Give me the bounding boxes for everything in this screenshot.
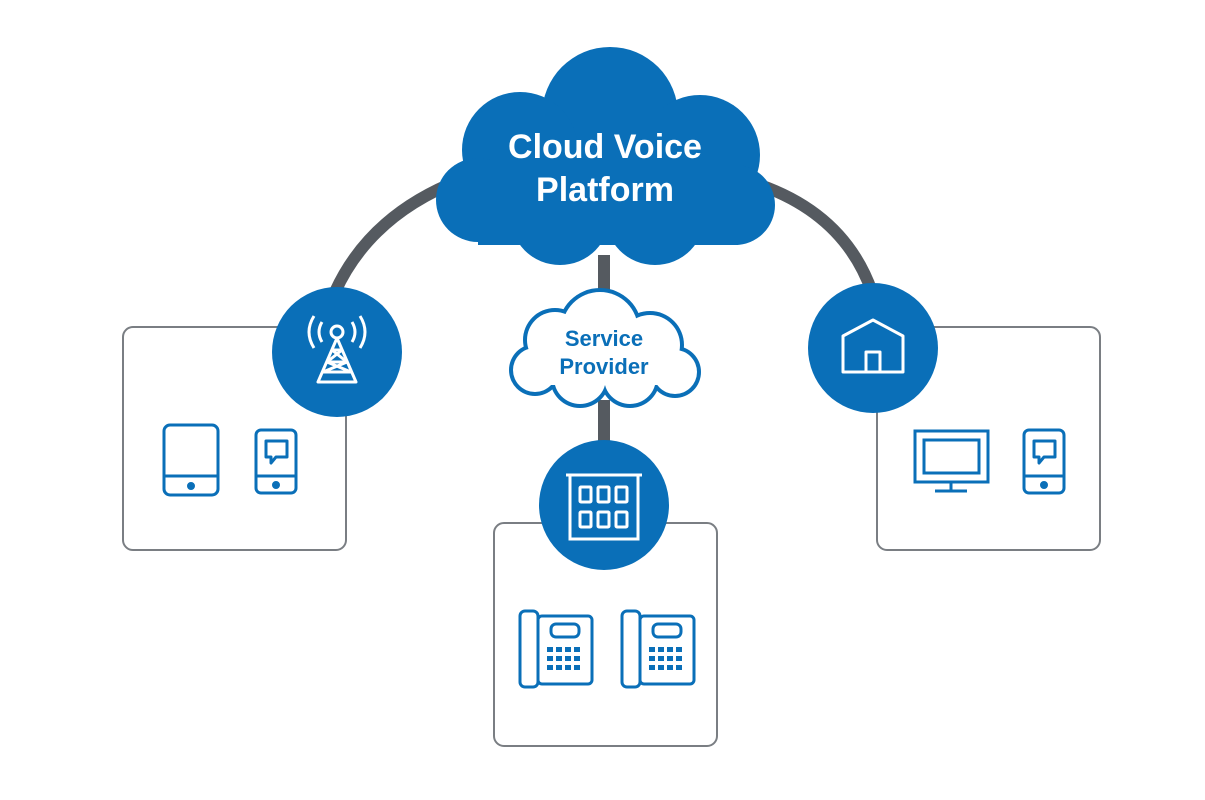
cloud-platform-line2: Platform — [536, 171, 674, 209]
service-provider-line2: Provider — [559, 354, 649, 379]
home-icon — [841, 318, 905, 374]
office-building-node — [539, 440, 669, 570]
desk-phone-icon — [518, 609, 594, 689]
mobile-phone-chat-icon — [1022, 428, 1066, 495]
cloud-platform-line1: Cloud Voice — [508, 128, 702, 166]
desktop-monitor-icon — [913, 429, 990, 493]
cell-tower-icon — [307, 315, 367, 384]
mobile-phone-chat-icon — [254, 428, 298, 495]
home-node — [808, 283, 938, 413]
cloud-voice-platform: Cloud Voice Platform — [436, 47, 775, 265]
tablet-icon — [162, 423, 220, 497]
service-provider-cloud: Service Provider — [509, 288, 701, 408]
service-provider-line1: Service — [565, 326, 643, 351]
connector-right — [754, 179, 878, 298]
cell-tower-node — [272, 287, 402, 417]
desk-phone-icon — [620, 609, 696, 689]
office-building-icon — [566, 473, 642, 541]
